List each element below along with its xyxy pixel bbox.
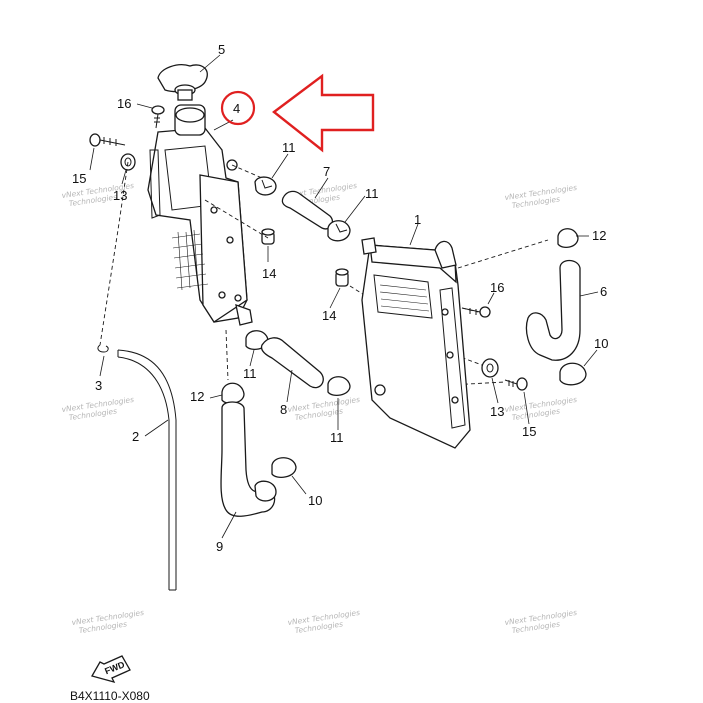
right-radiator [361,237,471,449]
callout-9: 9 [216,539,223,554]
left-radiator [147,104,253,326]
callout-14: 14 [262,266,276,281]
leader-lines [89,54,599,539]
highlight-circle [220,90,256,126]
clip-3 [97,344,109,353]
highlight-callout: 4 [220,90,256,126]
fwd-arrow-icon: FWD [91,655,131,684]
callout-11: 11 [330,430,344,445]
callout-7: 7 [323,164,330,179]
callout-14: 14 [322,308,336,323]
collar-14-left [261,228,275,245]
callout-15: 15 [72,171,86,186]
callout-13: 13 [490,404,504,419]
callout-16: 16 [490,280,504,295]
callout-labels: 5 16 15 13 11 7 11 1 12 6 10 16 13 15 14… [72,42,608,554]
clamp-12-right [557,228,579,249]
bolt-16-right [461,306,491,318]
callout-8: 8 [280,402,287,417]
bolt-15-left [89,133,126,147]
clamp-11-lower-mid [327,376,351,397]
callout-11: 11 [282,140,296,155]
callout-13: 13 [113,188,127,203]
clamp-11-top [254,176,277,196]
clamp-10-lower [254,457,297,502]
callout-15: 15 [522,424,536,439]
callout-16: 16 [117,96,131,111]
bolt-16-left [151,105,165,129]
clamp-10-right [559,362,587,386]
callout-10: 10 [594,336,608,351]
callout-1: 1 [414,212,421,227]
callout-12: 12 [190,389,204,404]
clamp-12-left [221,382,245,405]
callout-11: 11 [243,366,257,381]
hose-6 [525,259,581,361]
grommet-13-right [481,358,499,378]
bolt-15-right [504,377,528,391]
callout-10: 10 [308,493,322,508]
radiator-cap [157,64,208,101]
drawing-code: B4X1110-X080 [70,689,150,703]
overflow-tube-2 [117,349,177,591]
collar-14-right [335,268,349,287]
clamp-11-mid [327,220,351,242]
red-arrow-icon [272,73,375,153]
grommet-13-left [120,153,136,171]
callout-2: 2 [132,429,139,444]
callout-5: 5 [218,42,225,57]
hose-8 [260,337,324,389]
callout-6: 6 [600,284,607,299]
callout-12: 12 [592,228,606,243]
callout-3: 3 [95,378,102,393]
hose-9 [220,401,276,517]
callout-11: 11 [365,186,379,201]
callout-4: 4 [233,101,240,116]
